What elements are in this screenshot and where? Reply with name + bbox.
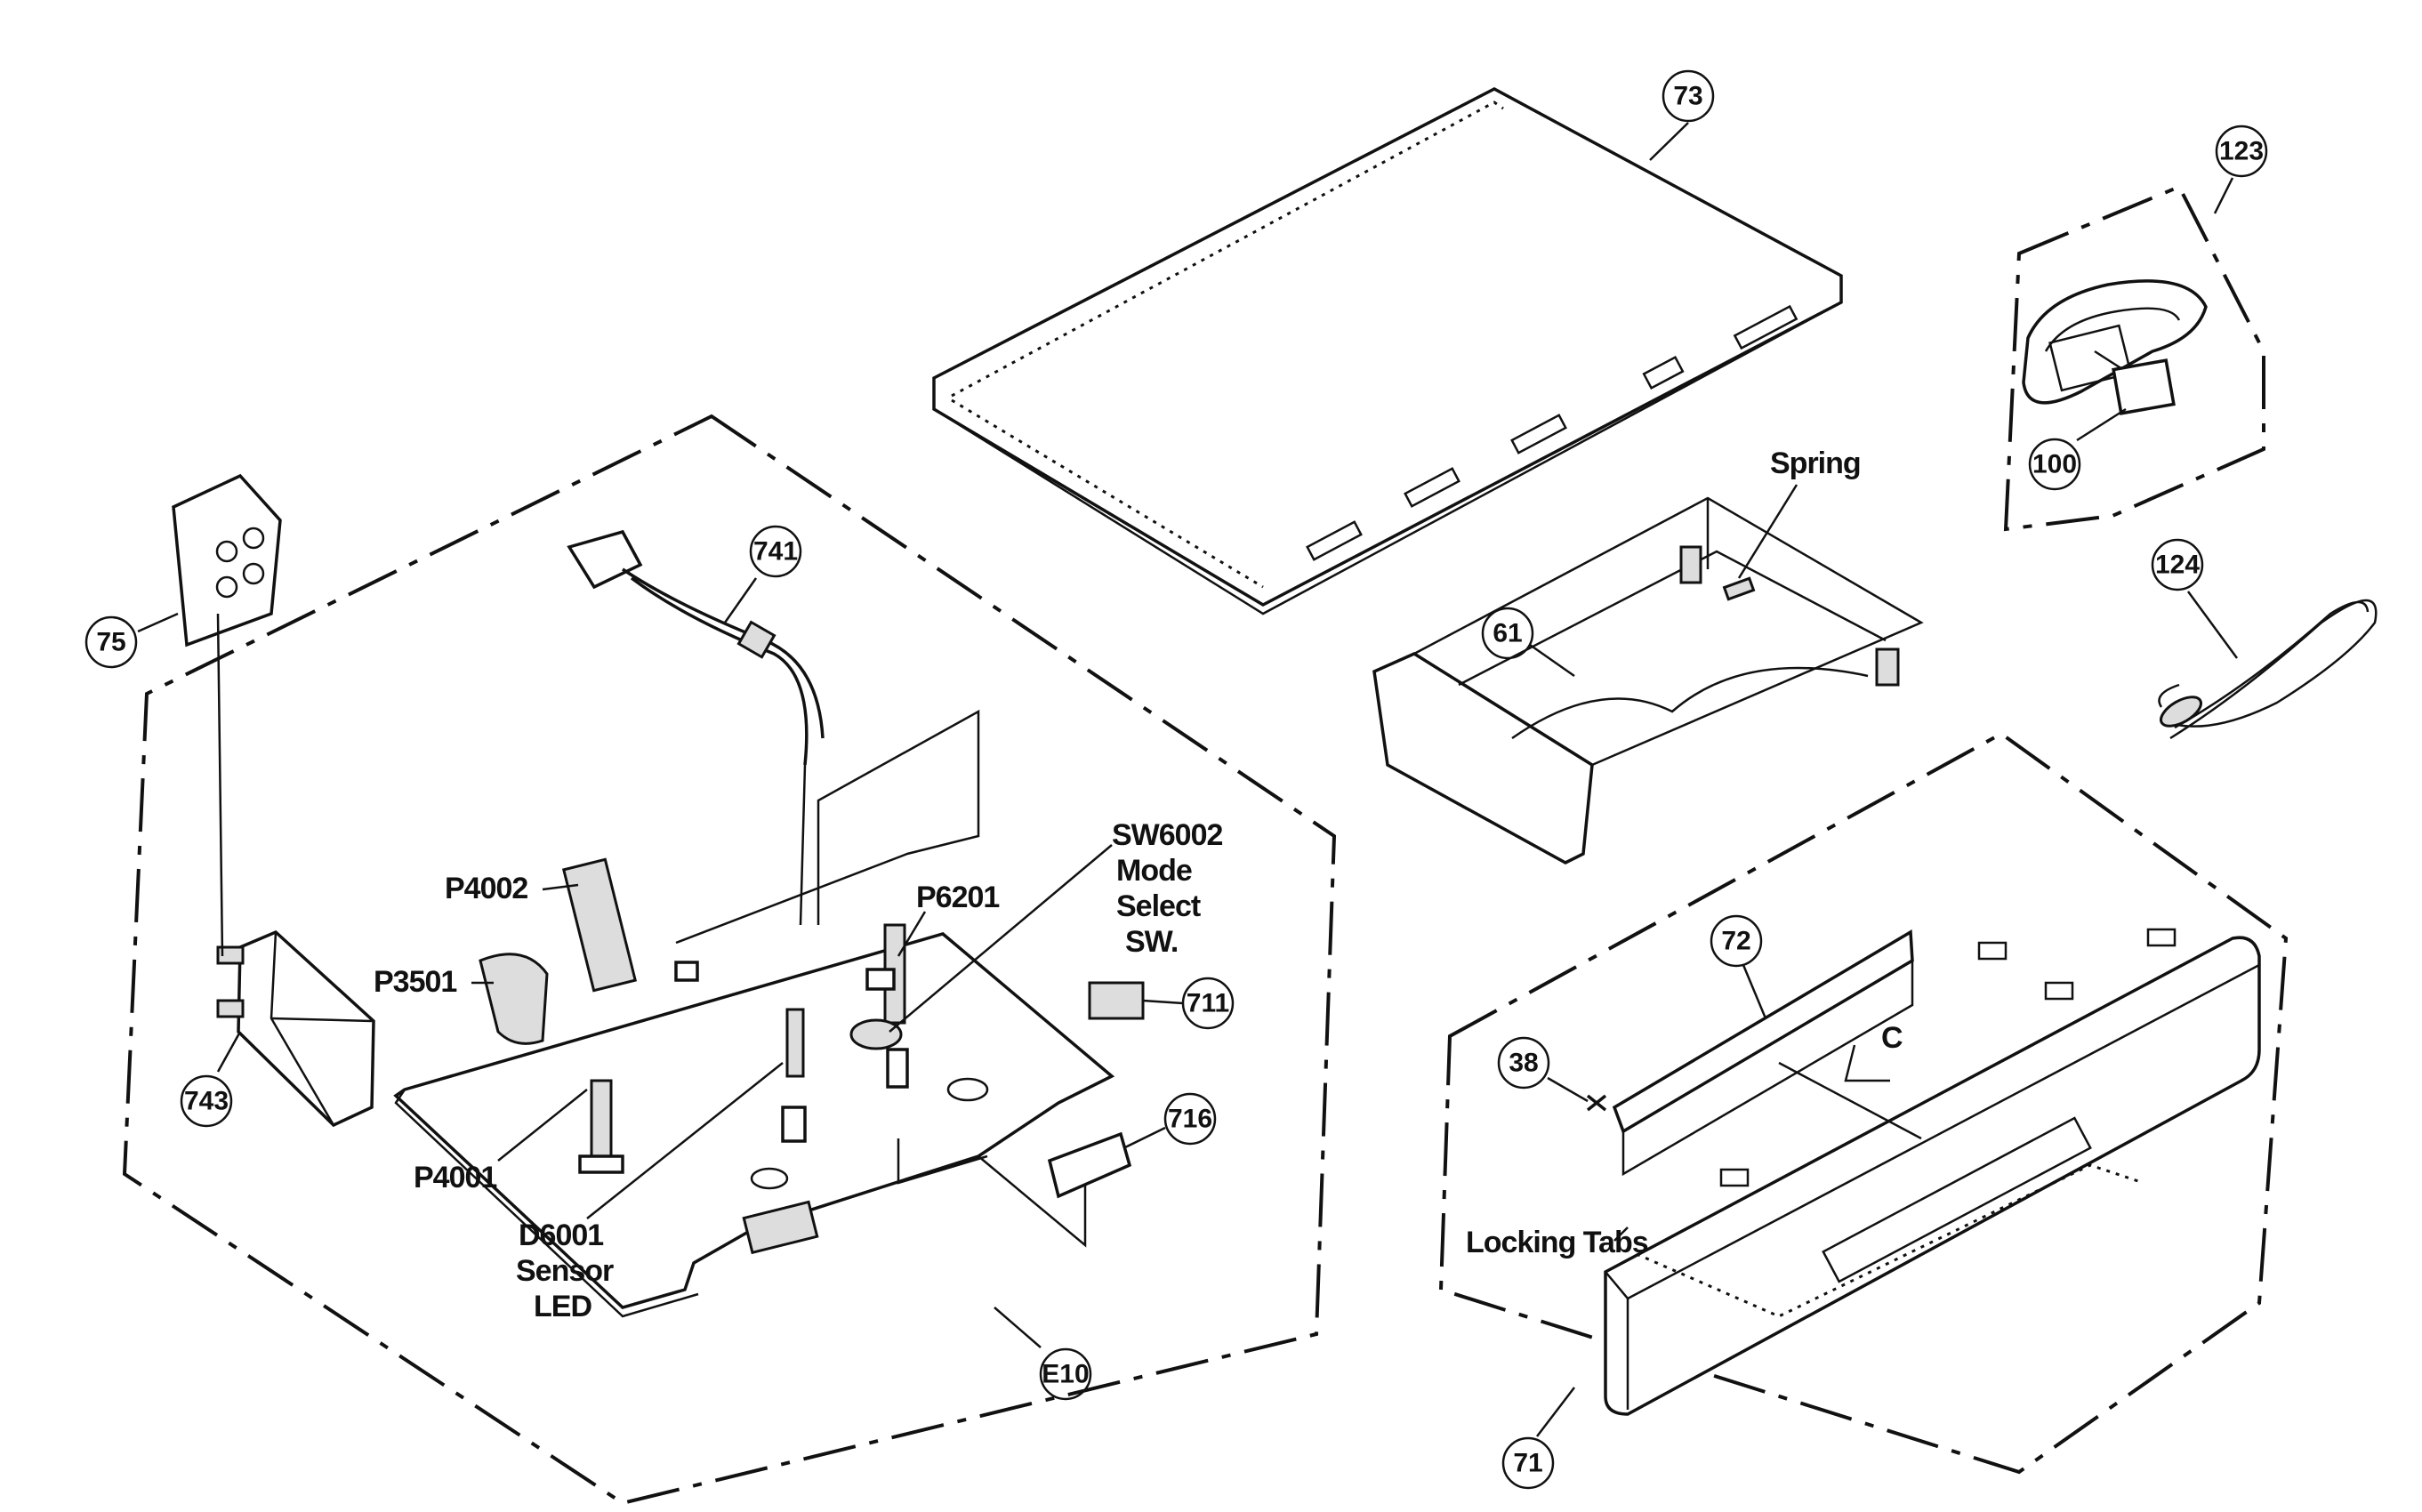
- text-labels: Spring P4002 P3501 P6201 P4001 SW6002 Mo…: [374, 446, 1903, 1323]
- top-cover: [932, 87, 1843, 615]
- callouts: 73 123 100 124 61 75 741 743 711 716 38: [84, 69, 2268, 1490]
- callout-71: 71: [1513, 1449, 1542, 1478]
- connector-p4001: [590, 1079, 613, 1167]
- callout-72: 72: [1721, 927, 1750, 956]
- av-cable: [2158, 599, 2378, 740]
- callout-743: 743: [184, 1087, 229, 1116]
- label-sw6002-1: SW6002: [1112, 818, 1222, 852]
- front-panel-bezel: [1604, 936, 2261, 1416]
- callout-75: 75: [96, 628, 125, 657]
- remote-control-group: [2003, 184, 2265, 532]
- battery-cover: [2112, 358, 2176, 415]
- label-sw6002-4: SW.: [1125, 925, 1178, 959]
- cassette-holder-front: [1372, 652, 1594, 865]
- label-p4001: P4001: [414, 1161, 496, 1194]
- label-sw6002-3: Select: [1116, 889, 1201, 923]
- callout-741: 741: [753, 537, 798, 567]
- label-d6001-3: LED: [534, 1290, 591, 1323]
- callout-124: 124: [2155, 551, 2200, 580]
- label-sw6002-2: Mode: [1116, 854, 1192, 888]
- label-p4002: P4002: [445, 872, 527, 905]
- part-716-bracket: [1047, 1131, 1132, 1199]
- part-711-switch: [1088, 981, 1145, 1020]
- callout-123: 123: [2219, 137, 2264, 166]
- front-panel-group: [1438, 731, 2289, 1475]
- bottom-connector: [742, 1200, 819, 1255]
- tuner-module: [237, 929, 375, 1128]
- front-panel-group-boundary: [1438, 731, 2289, 1475]
- mode-select-switch: [849, 1018, 903, 1050]
- connector-p4002-flat-cable: [561, 857, 638, 993]
- label-d6001-2: Sensor: [516, 1254, 614, 1288]
- pcb-group-boundary: [122, 414, 1337, 1506]
- callout-38: 38: [1509, 1049, 1538, 1078]
- screw-38: [1586, 1094, 1607, 1112]
- cassette-holder-assembly: [1372, 496, 1924, 865]
- remote-control-unit: [2022, 279, 2208, 405]
- label-spring: Spring: [1770, 446, 1861, 480]
- callout-61: 61: [1493, 619, 1522, 648]
- callout-73: 73: [1673, 82, 1702, 111]
- power-cord-plug: [567, 529, 643, 590]
- sensor-led: [785, 1008, 805, 1078]
- callout-716: 716: [1168, 1105, 1212, 1134]
- top-cover-panel: [932, 87, 1843, 607]
- label-d6001-1: D6001: [519, 1218, 603, 1252]
- callout-e10: E10: [1042, 1360, 1089, 1389]
- label-view-c: C: [1881, 1021, 1903, 1055]
- label-p3501: P3501: [374, 965, 456, 999]
- spring-part: [1722, 576, 1756, 601]
- front-panel-display-window: [1822, 1116, 2092, 1283]
- label-locking-tabs: Locking Tabs: [1466, 1226, 1648, 1259]
- board-rear-panel: [675, 709, 980, 945]
- pcb-assembly-group: [122, 414, 1337, 1506]
- label-p6201: P6201: [916, 881, 999, 914]
- callout-711: 711: [1187, 989, 1229, 1018]
- remote-group-boundary: [2003, 184, 2265, 532]
- connector-p3501-block: [479, 953, 549, 1045]
- callout-100: 100: [2032, 450, 2077, 479]
